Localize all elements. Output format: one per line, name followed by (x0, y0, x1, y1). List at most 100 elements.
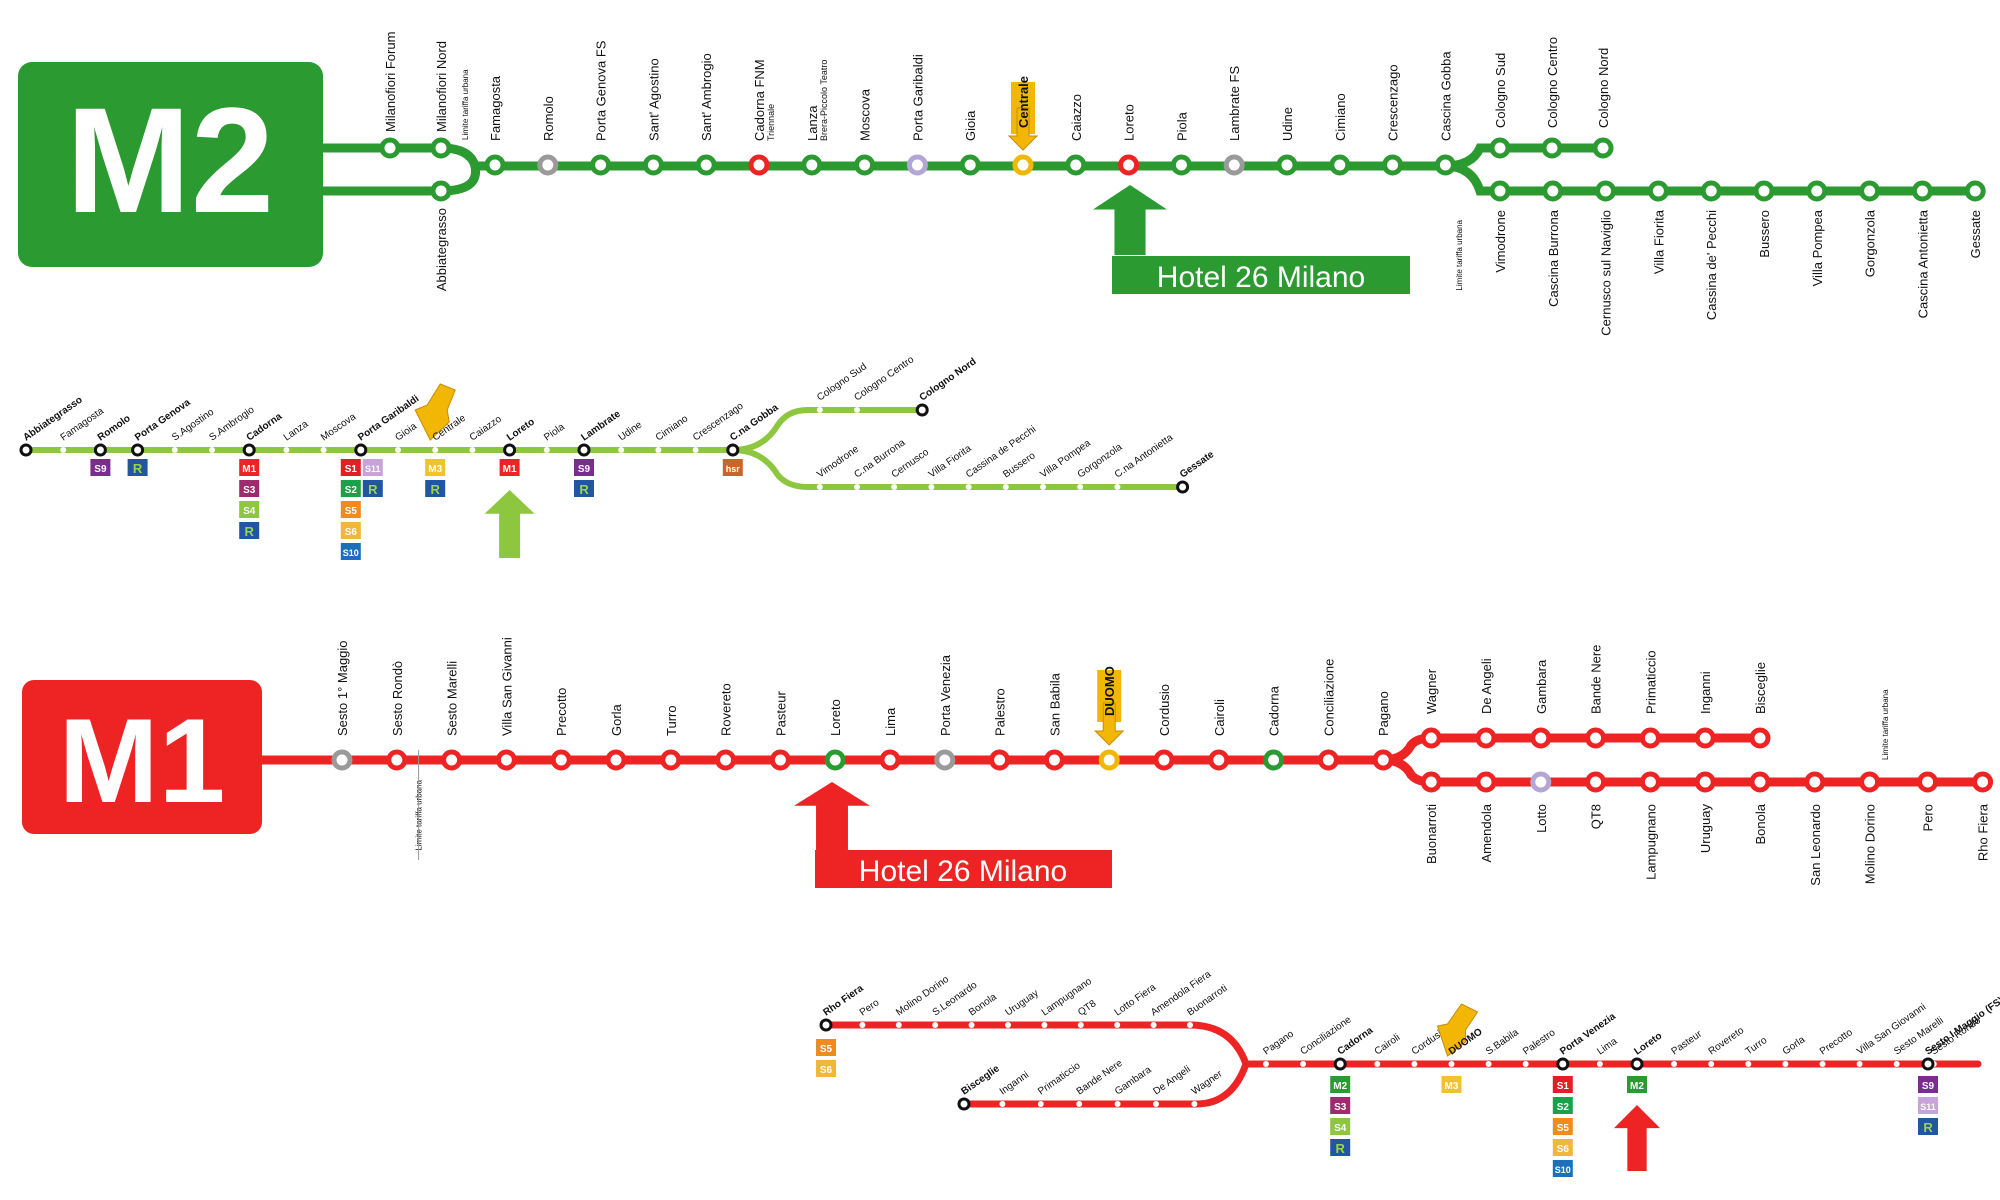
m2s-badge-label: S10 (343, 548, 359, 558)
m1s-station (1411, 1061, 1418, 1067)
m2s-station-label: Lambrate (579, 408, 623, 443)
m2s-station-label: Porta Garibaldi (356, 393, 421, 443)
m2-station-label: Porta Genova FS (594, 40, 609, 141)
m2-station (1859, 180, 1881, 202)
m2-station (854, 154, 876, 176)
m1s-station (1077, 1022, 1084, 1028)
m1s-badge-label: S5 (1557, 1123, 1570, 1134)
m2s-station (283, 447, 290, 453)
m1-station-label: Turro (664, 705, 679, 736)
m1s-station (968, 1022, 975, 1028)
m1-hotel-label: Hotel 26 Milano (859, 855, 1067, 888)
m2s-badge-box (340, 543, 361, 560)
m1-station (1098, 749, 1120, 771)
m1-station (386, 749, 408, 771)
m2s-badge-label: M1 (242, 464, 256, 475)
m2s-station (1077, 484, 1084, 490)
m1-station (1208, 749, 1230, 771)
m2-station-label: Romolo (541, 96, 556, 141)
m2s-badge-box (340, 480, 361, 497)
m2-station (1382, 154, 1404, 176)
m2-station-label: Cascina Burrona (1546, 209, 1561, 307)
m2-station (1118, 154, 1140, 176)
m1s-station (1782, 1061, 1789, 1067)
m1-station-label: Palestro (993, 688, 1008, 736)
m2-station (801, 154, 823, 176)
m1s-split-top (1186, 1021, 1250, 1068)
m2s-station (726, 443, 740, 457)
m2s-badge-box (239, 501, 260, 518)
m2-station-label: Lambrate FS (1227, 66, 1242, 141)
m1s-station (1114, 1101, 1121, 1107)
m1s-station (957, 1097, 971, 1111)
m2s-badge-label: R (133, 461, 143, 476)
m1-station (441, 749, 463, 771)
m2-station (430, 137, 452, 159)
m2s-station (1176, 480, 1190, 494)
m2-station (379, 137, 401, 159)
m1s-station (1114, 1022, 1121, 1028)
m1s-station-label: Lima (1595, 1036, 1619, 1058)
m1s-badge-label: S6 (820, 1065, 833, 1076)
m1-station (1917, 771, 1939, 793)
m1s-station (1522, 1061, 1529, 1067)
m2-station-label: Gioia (963, 110, 978, 141)
m2s-station (915, 403, 929, 417)
m1s-station-label: Pagano (1261, 1028, 1296, 1057)
m1s-station (1556, 1057, 1570, 1071)
m1s-station (1300, 1061, 1307, 1067)
m1-station (1530, 727, 1552, 749)
m1s-station (1005, 1022, 1011, 1028)
m1s-badge-label: R (1336, 1141, 1346, 1156)
m2s-station (320, 447, 327, 453)
m2-station (906, 154, 928, 176)
m2-station-label: Cologno Nord (1596, 48, 1611, 128)
m2-station (1489, 180, 1511, 202)
m2s-hotel-arrow (484, 490, 535, 558)
m2-station-label: Famagosta (488, 75, 503, 141)
m2s-station (469, 447, 476, 453)
m2-station-label: Cassina de' Pecchi (1704, 210, 1719, 320)
m2s-station (543, 447, 550, 453)
m1s-station-label: Wagner (1190, 1068, 1225, 1097)
m1s-badge-label: S2 (1557, 1102, 1570, 1113)
m1-station (1694, 771, 1716, 793)
m1s-station-label: Palestro (1521, 1027, 1558, 1057)
m2s-badge-box (340, 459, 361, 476)
m1-station-label: Molino Dorino (1863, 804, 1878, 884)
m2-station-label: Villa Fiorita (1651, 209, 1666, 274)
m2s-badge-label: R (579, 482, 589, 497)
m1s-station (895, 1022, 902, 1028)
m2-station (642, 154, 664, 176)
m1-station-label: Primaticcio (1643, 650, 1658, 714)
m1s-station (1263, 1061, 1269, 1067)
m2s-station-label: Gioia (393, 421, 419, 444)
m2-station (1700, 180, 1722, 202)
m2-station-sublabel: Brera-Piccolo Teatro (819, 60, 829, 141)
m2-station (1329, 154, 1351, 176)
m1-station (769, 749, 791, 771)
m1s-station-label: Precotto (1818, 1027, 1855, 1058)
m1-station-label: Uruguay (1698, 804, 1713, 854)
m2s-station-label: Gessate (1178, 449, 1217, 481)
m1-station (660, 749, 682, 771)
m1s-station (1187, 1022, 1193, 1028)
m1s-station-label: Bisceglie (959, 1063, 1002, 1097)
m2-station-label: Piola (1174, 111, 1189, 141)
m2s-badge-box (239, 522, 260, 539)
m2-station-label: Sant' Agostino (646, 58, 661, 141)
m1s-station (859, 1022, 866, 1028)
m2-badge (18, 62, 323, 267)
m2s-badge-box (340, 501, 361, 518)
m1s-badge-label: S4 (1334, 1123, 1347, 1134)
m2s-station (395, 447, 401, 453)
m2s-station (854, 484, 860, 490)
m2-station-label: Caiazzo (1069, 94, 1084, 141)
m2s-badge-label: S4 (243, 506, 256, 517)
m1-station-label: Gorla (609, 703, 624, 736)
m1-station (495, 749, 517, 771)
m1s-hotel-arrow (1614, 1105, 1660, 1171)
m2s-badge-label: S2 (345, 485, 358, 496)
m1-station (879, 749, 901, 771)
m2s-split-bottom (729, 447, 811, 490)
